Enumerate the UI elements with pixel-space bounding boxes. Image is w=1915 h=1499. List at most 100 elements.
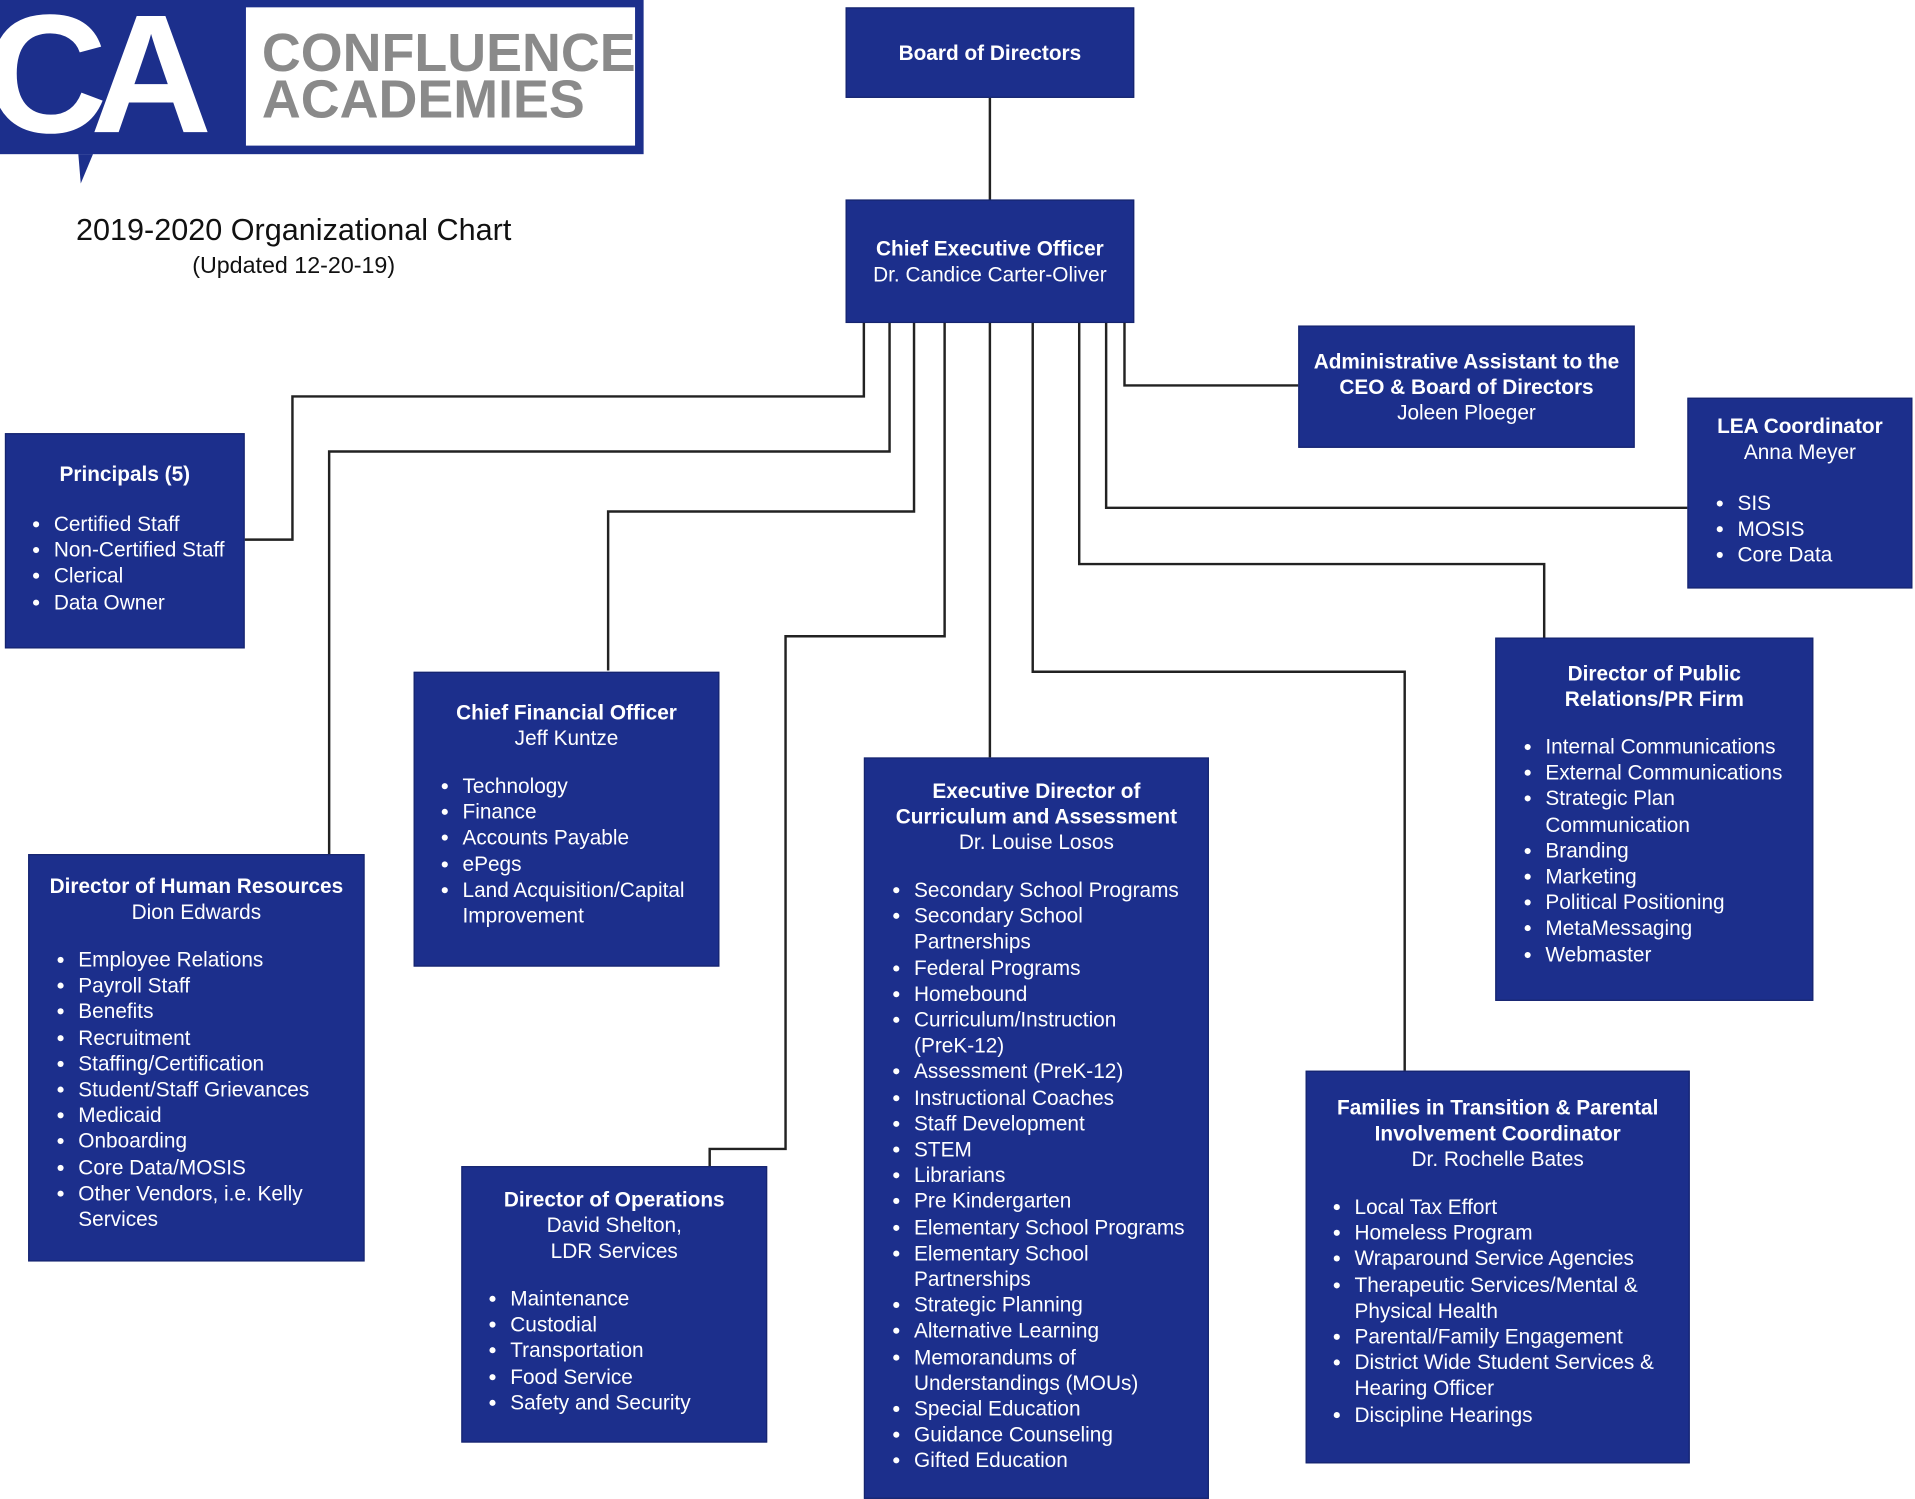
ceo-box: Chief Executive Officer Dr. Candice Cart… <box>845 199 1135 324</box>
list-item: Maintenance <box>510 1286 766 1312</box>
list-item: External Communications <box>1545 760 1812 786</box>
lea-name: Anna Meyer <box>1743 440 1856 464</box>
board-of-directors-box: Board of Directors <box>845 7 1135 98</box>
hr-title: Director of Human Resources <box>49 874 344 899</box>
lea-duties-list: SIS MOSIS Core Data <box>1689 491 1912 569</box>
line-ceo-principals <box>244 323 866 541</box>
hr-duties-list: Employee Relations Payroll Staff Benefit… <box>29 947 363 1232</box>
pr-title-line2: Relations/PR Firm <box>1564 687 1744 711</box>
cfo-box: Chief Financial Officer Jeff Kuntze Tech… <box>413 671 720 967</box>
line-ceo-pr <box>1077 323 1546 638</box>
families-title-line2: Involvement Coordinator <box>1374 1122 1621 1146</box>
list-item: Staff Development <box>914 1111 1203 1137</box>
admin-title-line1: Administrative Assistant to the <box>1313 349 1620 373</box>
ops-title: Director of Operations <box>503 1188 725 1212</box>
line-ceo-ops <box>708 323 946 1167</box>
list-item: Safety and Security <box>510 1390 766 1416</box>
hr-name: Dion Edwards <box>131 900 262 924</box>
curriculum-title-line1: Executive Director of <box>932 779 1141 803</box>
list-item: Core Data/MOSIS <box>78 1155 363 1181</box>
line-ceo-hr <box>327 323 891 855</box>
ops-name-line1: David Shelton, <box>546 1213 682 1238</box>
pr-director-box: Director of Public Relations/PR Firm Int… <box>1495 637 1814 1001</box>
lea-title: LEA Coordinator <box>1717 414 1883 439</box>
list-item: Staffing/Certification <box>78 1051 363 1077</box>
families-name: Dr. Rochelle Bates <box>1411 1147 1584 1171</box>
list-item: Political Positioning <box>1545 890 1812 916</box>
list-item: Webmaster <box>1545 942 1812 968</box>
list-item: Special Education <box>914 1396 1203 1422</box>
families-coordinator-box: Families in Transition & Parental Involv… <box>1305 1070 1690 1464</box>
list-item: Finance <box>463 799 719 825</box>
list-item: Elementary School Programs <box>914 1215 1203 1241</box>
list-item: Non-Certified Staff <box>54 537 244 563</box>
families-title-line1: Families in Transition & Parental <box>1336 1096 1659 1120</box>
line-ceo-families <box>1031 323 1406 1071</box>
families-duties-list: Local Tax Effort Homeless Program Wrapar… <box>1307 1194 1689 1427</box>
curriculum-director-box: Executive Director of Curriculum and Ass… <box>863 757 1209 1499</box>
cfo-duties-list: Technology Finance Accounts Payable ePeg… <box>415 773 718 929</box>
confluence-academies-logo: CA CONFLUENCE ACADEMIES <box>0 0 644 184</box>
list-item: Librarians <box>914 1163 1203 1189</box>
list-item: Instructional Coaches <box>914 1085 1203 1111</box>
ceo-title: Chief Executive Officer <box>876 236 1104 261</box>
list-item: Transportation <box>510 1338 766 1364</box>
list-item: Accounts Payable <box>463 825 719 851</box>
logo-mark: CA <box>0 0 208 168</box>
curriculum-duties-list: Secondary School Programs Secondary Scho… <box>865 877 1208 1474</box>
list-item: Payroll Staff <box>78 973 363 999</box>
chart-updated-date: (Updated 12-20-19) <box>192 253 396 279</box>
list-item: Therapeutic Services/Mental & Physical H… <box>1355 1272 1677 1324</box>
list-item: ePegs <box>463 851 719 877</box>
list-item: Alternative Learning <box>914 1318 1203 1344</box>
ops-name-line2: LDR Services <box>550 1239 678 1263</box>
list-item: MOSIS <box>1738 517 1912 543</box>
line-ceo-admin <box>1123 323 1299 387</box>
list-item: Homebound <box>914 981 1203 1007</box>
list-item: Other Vendors, i.e. Kelly Services <box>78 1181 363 1233</box>
list-item: Clerical <box>54 563 244 589</box>
pr-title-line1: Director of Public <box>1567 661 1741 686</box>
list-item: Elementary School Partnerships <box>914 1241 1203 1293</box>
list-item: Onboarding <box>78 1129 363 1155</box>
ops-duties-list: Maintenance Custodial Transportation Foo… <box>463 1286 766 1416</box>
operations-director-box: Director of Operations David Shelton, LD… <box>461 1166 768 1443</box>
admin-title-line2: CEO & Board of Directors <box>1339 375 1594 399</box>
list-item: Benefits <box>78 999 363 1025</box>
cfo-name: Jeff Kuntze <box>514 726 619 751</box>
chart-title: 2019-2020 Organizational Chart <box>75 212 512 248</box>
list-item: Curriculum/Instruction (PreK-12) <box>914 1007 1203 1059</box>
list-item: Branding <box>1545 838 1812 864</box>
list-item: Core Data <box>1738 543 1912 569</box>
list-item: Employee Relations <box>78 947 363 973</box>
list-item: Parental/Family Engagement <box>1355 1324 1677 1350</box>
list-item: Memorandums of Understandings (MOUs) <box>914 1344 1203 1396</box>
list-item: Food Service <box>510 1364 766 1390</box>
list-item: Medicaid <box>78 1103 363 1129</box>
pr-duties-list: Internal Communications External Communi… <box>1496 734 1812 967</box>
admin-name: Joleen Ploeger <box>1397 400 1536 424</box>
admin-assistant-box: Administrative Assistant to the CEO & Bo… <box>1298 325 1635 448</box>
list-item: STEM <box>914 1137 1203 1163</box>
list-item: Technology <box>463 773 719 799</box>
principals-box: Principals (5) Certified Staff Non-Certi… <box>4 433 245 649</box>
list-item: Strategic Plan Communication <box>1545 786 1812 838</box>
ceo-name: Dr. Candice Carter-Oliver <box>873 262 1107 286</box>
curriculum-name: Dr. Louise Losos <box>958 830 1114 855</box>
list-item: Guidance Counseling <box>914 1422 1203 1448</box>
list-item: Gifted Education <box>914 1448 1203 1474</box>
list-item: Local Tax Effort <box>1355 1194 1677 1220</box>
lea-coordinator-box: LEA Coordinator Anna Meyer SIS MOSIS Cor… <box>1687 397 1913 589</box>
logo-line2: ACADEMIES <box>262 69 585 129</box>
list-item: Pre Kindergarten <box>914 1189 1203 1215</box>
line-ceo-lea <box>1104 323 1688 510</box>
line-ceo-cfo <box>606 323 916 671</box>
list-item: Wraparound Service Agencies <box>1355 1246 1677 1272</box>
list-item: Student/Staff Grievances <box>78 1077 363 1103</box>
list-item: Secondary School Programs <box>914 877 1203 903</box>
list-item: Custodial <box>510 1312 766 1338</box>
list-item: District Wide Student Services & Hearing… <box>1355 1350 1677 1402</box>
list-item: Internal Communications <box>1545 734 1812 760</box>
